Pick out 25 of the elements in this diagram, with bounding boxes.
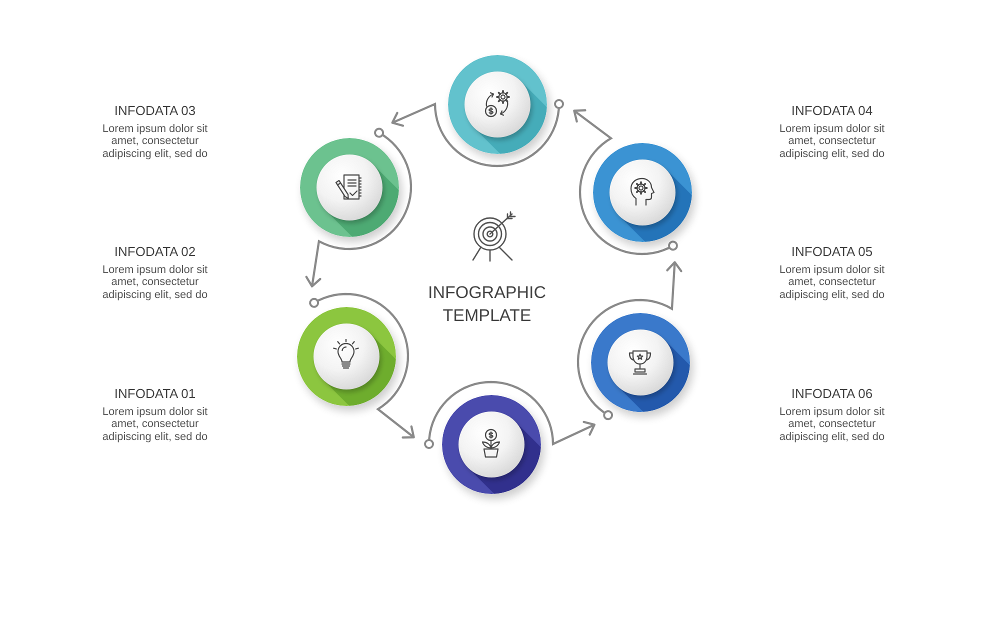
curved-arrow (305, 128, 412, 288)
item-heading: INFODATA 03 (114, 103, 196, 119)
item-description: Lorem ipsum dolor sit amet, consectetur adipiscing elit, sed do (101, 122, 209, 160)
item-heading: INFODATA 02 (114, 244, 196, 260)
curved-arrow (391, 99, 564, 168)
item-description: Lorem ipsum dolor sit amet, consectetur adipiscing elit, sed do (778, 122, 886, 160)
item-heading: INFODATA 05 (791, 244, 873, 260)
colored-circle (442, 394, 540, 494)
colored-circle (300, 138, 398, 236)
colored-circle (448, 54, 546, 154)
colored-circle (592, 142, 692, 242)
curved-arrow (573, 109, 678, 256)
item-description: Lorem ipsum dolor sit amet, consectetur adipiscing elit, sed do (778, 406, 886, 444)
item-heading: INFODATA 06 (791, 386, 873, 402)
curved-arrow (576, 261, 682, 420)
infographic-title: INFOGRAPHIC TEMPLATE (426, 282, 548, 326)
item-description: Lorem ipsum dolor sit amet, consectetur adipiscing elit, sed do (778, 264, 886, 302)
item-heading: INFODATA 04 (791, 103, 873, 119)
item-description: Lorem ipsum dolor sit amet, consectetur adipiscing elit, sed do (101, 264, 209, 302)
curved-arrow (424, 380, 596, 449)
item-description: Lorem ipsum dolor sit amet, consectetur adipiscing elit, sed do (101, 406, 209, 444)
curved-arrow (309, 292, 415, 439)
colored-circle (296, 306, 396, 406)
item-heading: INFODATA 01 (114, 386, 196, 402)
colored-circle (590, 312, 690, 412)
